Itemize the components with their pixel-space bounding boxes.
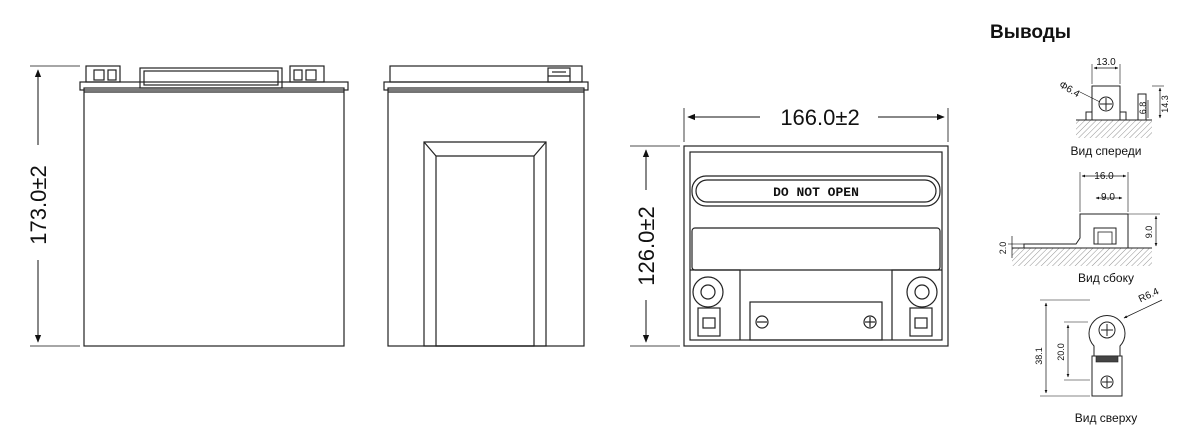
width-label-166: 166.0±2 <box>780 105 859 130</box>
side-dim-outer: 16.0 <box>1094 171 1114 182</box>
do-not-open-label: DO NOT OPEN <box>773 185 859 200</box>
top-dim-mid: 20.0 <box>1056 343 1066 361</box>
terminals-heading: Выводы <box>990 22 1071 43</box>
battery-front-view <box>79 65 349 347</box>
terminal-side-view <box>1008 172 1160 266</box>
battery-side-view <box>383 65 589 347</box>
front-dim-width: 13.0 <box>1096 57 1116 68</box>
front-dim-h1: 6.8 <box>1138 102 1148 115</box>
height-dimension-126: 126.0±2 <box>630 145 680 347</box>
front-dim-hole: Φ6.4 <box>1057 80 1082 101</box>
height-label-173: 173.0±2 <box>26 165 51 244</box>
terminal-front-view <box>1076 64 1164 138</box>
front-caption: Вид спереди <box>1070 144 1141 158</box>
height-dimension-173: 173.0±2 <box>22 65 80 347</box>
width-dimension-166: 166.0±2 <box>683 104 949 142</box>
side-dim-thickness: 2.0 <box>998 242 1008 255</box>
terminal-top-view <box>1040 299 1163 397</box>
front-dim-h2: 14.3 <box>1160 95 1170 113</box>
top-dim-total: 38.1 <box>1034 347 1044 365</box>
side-dim-height: 9.0 <box>1144 226 1154 239</box>
battery-top-view <box>683 145 949 347</box>
top-caption: Вид сверху <box>1075 411 1138 425</box>
side-caption: Вид сбоку <box>1078 271 1134 285</box>
side-dim-inner: 9.0 <box>1101 192 1115 203</box>
height-label-126: 126.0±2 <box>634 206 659 285</box>
